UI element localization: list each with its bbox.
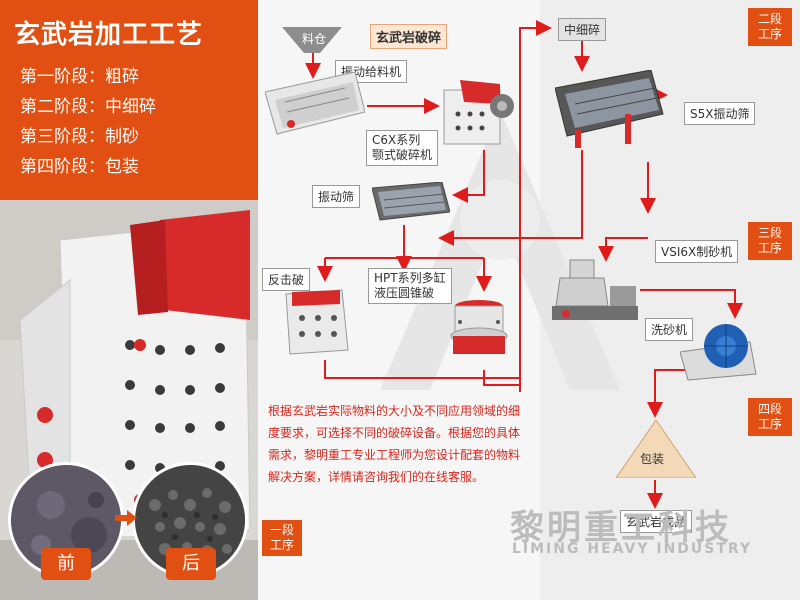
stage-item: 第二阶段：中细碎 xyxy=(20,97,156,117)
vsi-sand-maker-icon xyxy=(552,259,638,320)
vibrating-feeder-icon xyxy=(265,72,365,135)
packaging-icon xyxy=(616,420,696,478)
s5x-screen-label: S5X振动筛 xyxy=(684,102,756,125)
stage-item: 第一阶段：粗碎 xyxy=(20,67,139,87)
stage-two-badge: 二段 工序 xyxy=(748,8,792,46)
stage-badge-line: 工序 xyxy=(757,27,782,41)
stage-item: 第三阶段：制砂 xyxy=(20,127,139,147)
stage-item: 第四阶段：包装 xyxy=(20,157,139,177)
before-label: 前 xyxy=(41,548,91,580)
bin-label: 料仓 xyxy=(302,32,327,46)
jaw-crusher-model: C6X系列 xyxy=(372,133,421,147)
vibrating-screen-label: 振动筛 xyxy=(312,185,361,208)
sand-washer-icon xyxy=(680,324,757,381)
stage-badge-line: 四段 xyxy=(757,402,782,416)
vibrating-screen-icon xyxy=(372,182,450,221)
raw-rock-texture-icon xyxy=(11,465,121,575)
after-label: 后 xyxy=(166,548,216,580)
stage-badge-line: 工序 xyxy=(757,417,782,431)
jaw-crusher-machine-icon xyxy=(443,80,514,145)
stage-four-badge: 四段 工序 xyxy=(748,398,792,436)
title-panel: 玄武岩加工工艺 第一阶段：粗碎 第二阶段：中细碎 第三阶段：制砂 第四阶段：包装 xyxy=(0,0,258,200)
packaging-label: 包装 xyxy=(640,452,665,466)
before-after-arrow-icon xyxy=(115,510,137,526)
s5x-screen-icon xyxy=(555,70,664,148)
vsi-sand-maker-label: VSI6X制砂机 xyxy=(655,240,739,263)
sand-washer-label: 洗砂机 xyxy=(645,318,694,341)
jaw-crusher-label: C6X系列 颚式破碎机 xyxy=(366,130,439,166)
bin-icon xyxy=(282,27,342,53)
stage-badge-line: 二段 xyxy=(757,12,782,26)
stage-badge-line: 一段 xyxy=(269,523,294,537)
cone-crusher-label: HPT系列多缸 液压圆锥破 xyxy=(368,268,452,304)
company-watermark-en: LIMING HEAVY INDUSTRY xyxy=(512,541,753,557)
stage-badge-line: 工序 xyxy=(757,241,782,255)
finished-product-label: 玄武岩成品 xyxy=(620,510,693,533)
stage-badge-line: 三段 xyxy=(757,226,782,240)
impact-crusher-label: 反击破 xyxy=(262,268,311,291)
cone-crusher-name: 液压圆锥破 xyxy=(374,286,435,300)
company-watermark: 黎明重工科技 xyxy=(510,508,732,548)
crush-header: 玄武岩破碎 xyxy=(370,24,448,49)
medium-fine-label: 中细碎 xyxy=(558,18,607,41)
stage-one-badge: 一段 工序 xyxy=(262,520,302,556)
description-text: 根据玄武岩实际物料的大小及不同应用领域的细度要求，可选择不同的破碎设备。根据您的… xyxy=(268,404,521,484)
jaw-crusher-icon xyxy=(19,210,251,542)
stage-three-badge: 三段 工序 xyxy=(748,222,792,260)
impact-crusher-icon xyxy=(285,289,349,355)
jaw-crusher-name: 颚式破碎机 xyxy=(372,148,433,162)
page-title: 玄武岩加工工艺 xyxy=(14,20,204,50)
cone-crusher-icon xyxy=(450,300,508,354)
stage-badge-line: 工序 xyxy=(269,538,294,552)
cone-crusher-model: HPT系列多缸 xyxy=(374,271,446,285)
